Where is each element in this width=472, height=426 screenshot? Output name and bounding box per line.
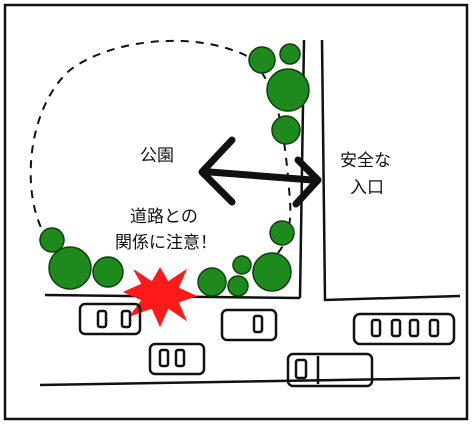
arrow-shaft: [206, 168, 316, 184]
tree-icon: [252, 252, 292, 292]
tree-icon: [269, 220, 295, 246]
crash-burst-icon: [122, 266, 198, 328]
arrow-head-left: [198, 136, 236, 206]
tree-icon: [227, 275, 249, 297]
car-icon: [148, 342, 206, 376]
car-icon: [352, 312, 456, 346]
warning-label-line1: 道路との: [130, 207, 198, 227]
tree-icon: [248, 46, 276, 74]
tree-icon: [279, 43, 301, 65]
warning-label-line2: 関係に注意！: [115, 233, 217, 253]
car-icon: [220, 308, 278, 342]
car-icon: [286, 352, 374, 388]
road-far-edge: [39, 376, 461, 387]
tree-icon: [271, 115, 301, 145]
tree-icon: [92, 256, 124, 288]
tree-group: [39, 43, 310, 297]
building-edge: [320, 39, 461, 302]
park-boundary-dashed: [29, 39, 292, 261]
tree-icon: [197, 267, 227, 297]
safe-entrance-label-line2: 入口: [350, 178, 384, 198]
car-icon: [78, 302, 142, 336]
tree-icon: [266, 68, 310, 112]
arrow-head-right: [292, 156, 322, 208]
park-label: 公園: [140, 146, 174, 166]
safe-entrance-label-line1: 安全な: [340, 151, 391, 171]
tree-icon: [39, 227, 65, 253]
tree-icon: [48, 246, 92, 290]
frame-border: [3, 3, 469, 421]
car-group: [78, 302, 456, 388]
tree-icon: [232, 255, 252, 275]
double-arrow-icon: [198, 136, 322, 208]
